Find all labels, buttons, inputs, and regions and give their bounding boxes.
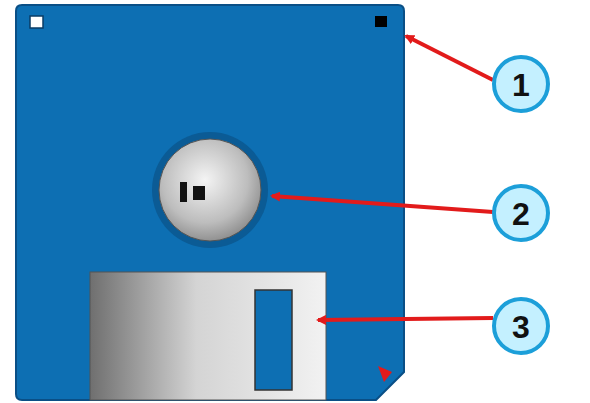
write-protect-hole [30,16,43,28]
metal-shutter [90,272,326,400]
callout-number: 1 [496,65,546,105]
leader-arrow [318,318,493,320]
callout-circle [494,186,548,240]
callout-circle [494,57,548,111]
callout-number: 2 [496,194,546,234]
drive-hole [193,186,205,200]
metal-hub [159,139,261,241]
hub-ring [152,132,268,248]
insert-mark [378,366,392,382]
shutter-window [255,290,292,390]
callout-number: 3 [496,307,546,347]
spindle-hole [180,182,187,202]
callout-circle [494,299,548,353]
leader-arrow [272,196,493,212]
leader-arrow [406,36,493,80]
density-hole [375,16,387,27]
